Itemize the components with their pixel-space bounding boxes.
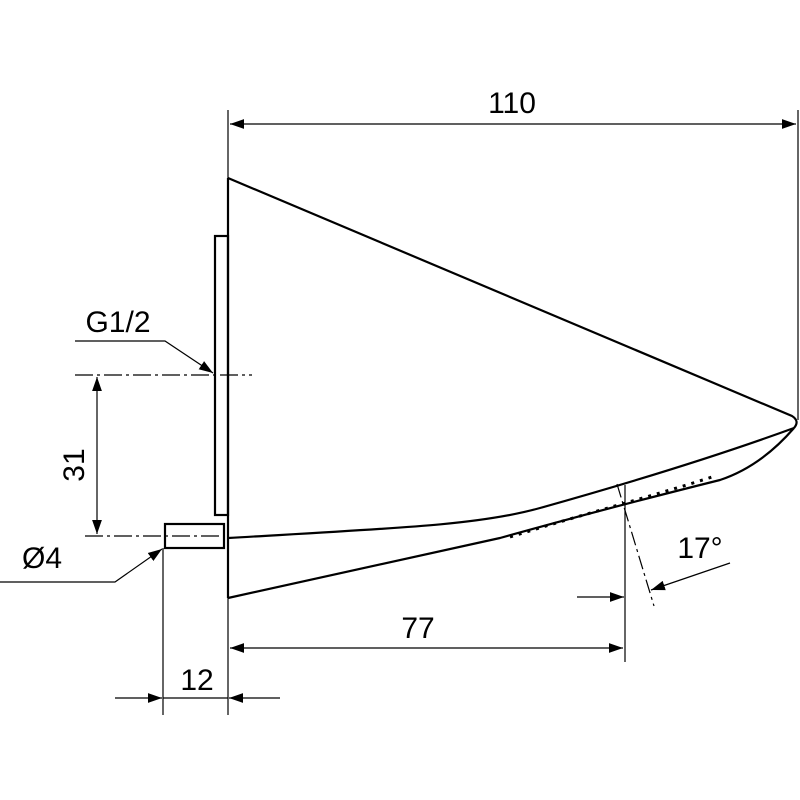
spray-axis xyxy=(616,483,655,607)
dim-17-right xyxy=(650,562,731,591)
label-g12: G1/2 xyxy=(85,306,150,339)
label-17deg: 17° xyxy=(677,532,722,565)
label-77: 77 xyxy=(401,612,434,645)
body-top-edge xyxy=(227,176,798,429)
body-bottom-edge xyxy=(227,427,795,600)
spray-nozzles xyxy=(509,475,713,539)
label-12: 12 xyxy=(180,664,213,697)
label-d4: Ø4 xyxy=(22,542,62,575)
label-31: 31 xyxy=(58,448,91,481)
dimension-lines xyxy=(0,110,799,715)
body-lower-edge xyxy=(227,426,795,540)
leader-g12 xyxy=(75,340,214,374)
leader-d4 xyxy=(0,548,163,583)
label-110: 110 xyxy=(488,87,536,120)
